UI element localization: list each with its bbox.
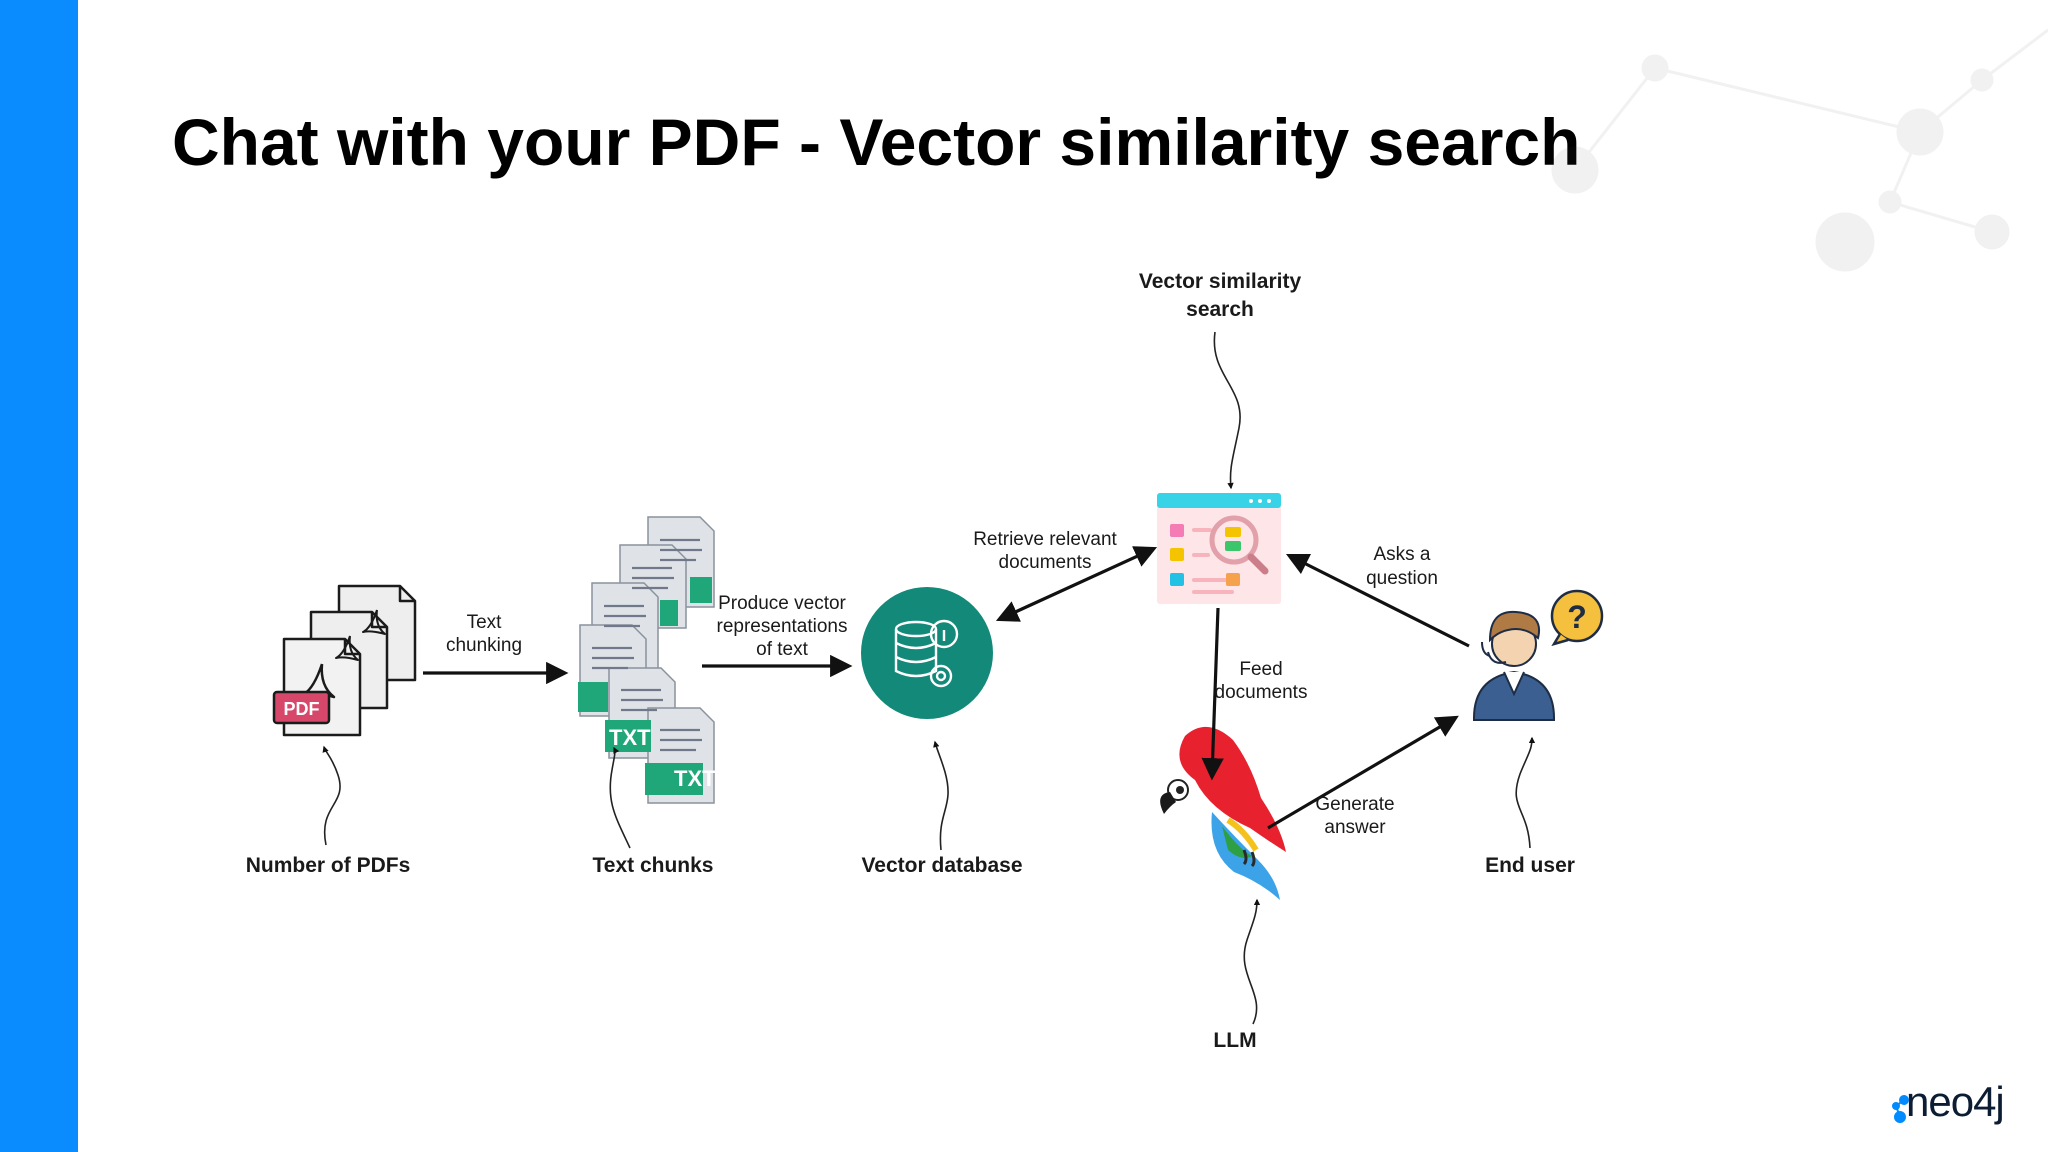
edge-generate-line1: Generate — [1315, 794, 1394, 815]
parrot-icon — [1160, 726, 1286, 900]
label-similarity-line2: search — [1186, 298, 1254, 321]
edge-embed-line1: Produce vector — [718, 593, 846, 614]
label-llm: LLM — [1213, 1029, 1256, 1052]
arrow-retrieve — [995, 546, 1158, 622]
edge-ask-line2: question — [1366, 568, 1438, 589]
edge-generate-line2: answer — [1324, 817, 1386, 838]
flow-arrows — [423, 546, 1470, 830]
neo4j-logo: neo4j — [1906, 1078, 2005, 1125]
svg-text:PDF: PDF — [284, 699, 320, 719]
edge-labels: Text chunking Produce vector representat… — [446, 529, 1438, 838]
pdf-stack-icon: PDF — [272, 584, 417, 737]
edge-chunking-line2: chunking — [446, 635, 522, 656]
edge-retrieve-line2: documents — [999, 552, 1092, 573]
accent-sidebar — [0, 0, 78, 1152]
slide-title: Chat with your PDF - Vector similarity s… — [172, 105, 1581, 179]
label-pdfs: Number of PDFs — [246, 854, 411, 877]
edge-ask-line1: Asks a — [1373, 544, 1430, 565]
arrow-generate — [1267, 715, 1459, 830]
search-window-icon — [1157, 493, 1281, 604]
node-labels: Number of PDFs Text chunks Vector databa… — [246, 270, 1575, 1052]
user-question-icon: ? — [1473, 589, 1604, 721]
txt-documents-icon: TXT TXT — [578, 516, 716, 804]
neo4j-logo-mark — [1892, 1095, 1909, 1123]
edge-feed-line1: Feed — [1239, 659, 1282, 680]
arrow-feed — [1201, 607, 1224, 781]
edge-embed-line3: of text — [756, 639, 808, 660]
arrow-ask — [1285, 553, 1470, 648]
svg-text:?: ? — [1567, 599, 1587, 635]
callout-lines — [322, 331, 1536, 1025]
label-similarity-line1: Vector similarity — [1139, 270, 1302, 293]
label-chunks: Text chunks — [593, 854, 714, 877]
label-user: End user — [1485, 854, 1575, 877]
label-vector-db: Vector database — [861, 854, 1022, 877]
svg-text:TXT: TXT — [609, 725, 651, 750]
edge-chunking-line1: Text — [467, 612, 503, 633]
edge-feed-line2: documents — [1215, 682, 1308, 703]
network-decoration — [1551, 28, 2048, 272]
database-icon — [861, 587, 993, 719]
svg-text:TXT: TXT — [674, 766, 716, 791]
edge-embed-line2: representations — [717, 616, 848, 637]
edge-retrieve-line1: Retrieve relevant — [973, 529, 1117, 550]
